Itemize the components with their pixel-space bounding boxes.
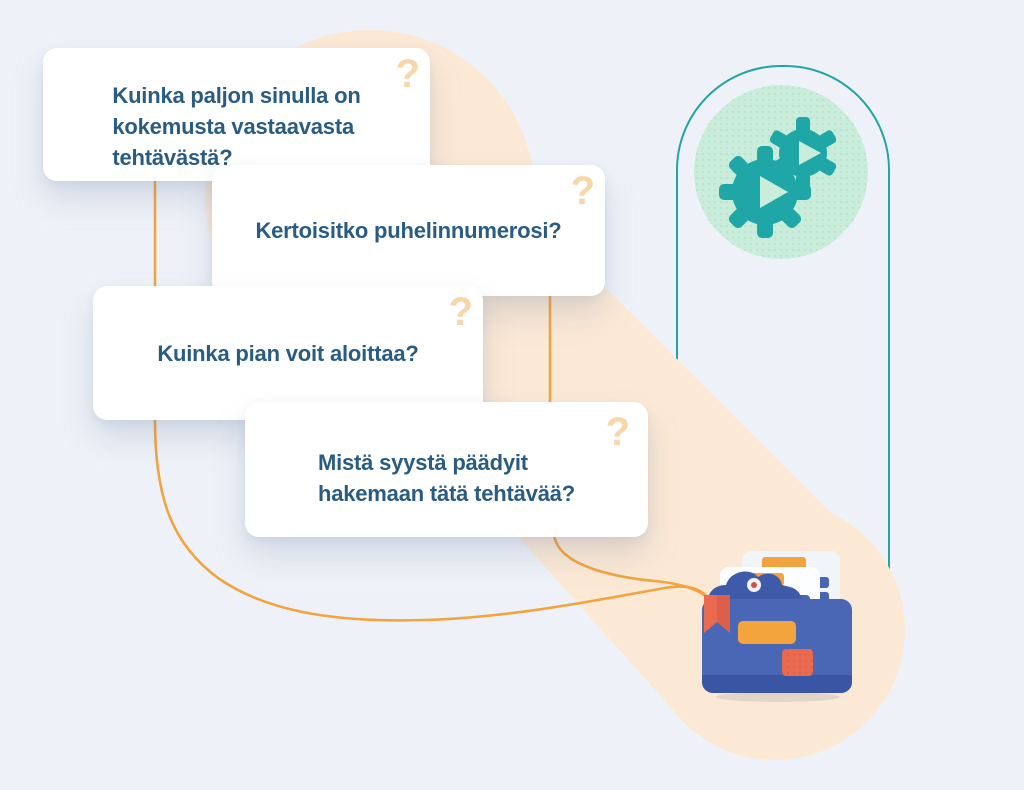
question-mark-icon: ? <box>570 169 595 213</box>
question-card-1-text: Kuinka paljon sinulla on kokemusta vasta… <box>112 83 361 170</box>
mint-circle <box>694 85 868 259</box>
question-card-3: ? Kuinka pian voit aloittaa? <box>93 286 483 420</box>
folder-front <box>702 571 852 693</box>
question-card-1: ? Kuinka paljon sinulla on kokemusta vas… <box>43 48 430 181</box>
question-mark-icon: ? <box>448 290 473 334</box>
question-card-2: ? Kertoisitko puhelinnumerosi? <box>212 165 605 296</box>
question-card-3-text: Kuinka pian voit aloittaa? <box>157 340 419 366</box>
question-mark-icon: ? <box>605 410 630 454</box>
question-card-4-text: Mistä syystä päädyit hakemaan tätä tehtä… <box>317 449 576 506</box>
question-mark-icon: ? <box>395 52 420 96</box>
question-card-4: ? Mistä syystä päädyit hakemaan tätä teh… <box>245 402 648 537</box>
question-card-2-text: Kertoisitko puhelinnumerosi? <box>255 218 562 243</box>
gears-play-icon <box>719 117 837 238</box>
folder-documents-illustration <box>702 551 852 702</box>
connector-line-a <box>153 176 710 622</box>
